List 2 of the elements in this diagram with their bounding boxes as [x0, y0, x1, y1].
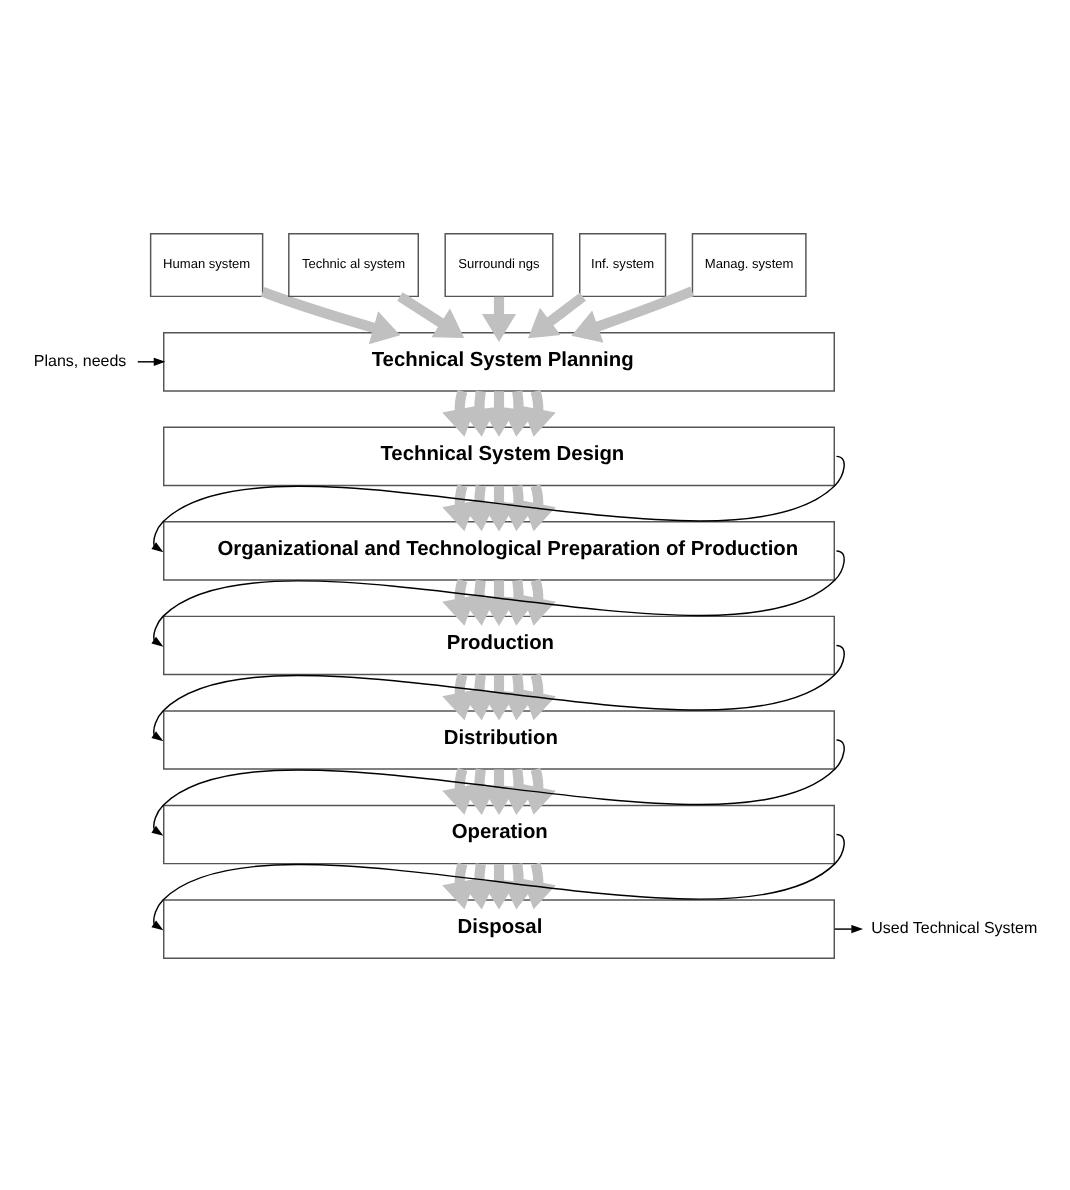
- node-text: Plans, needs: [33, 350, 127, 369]
- node-text: Used Technical System: [871, 918, 1038, 937]
